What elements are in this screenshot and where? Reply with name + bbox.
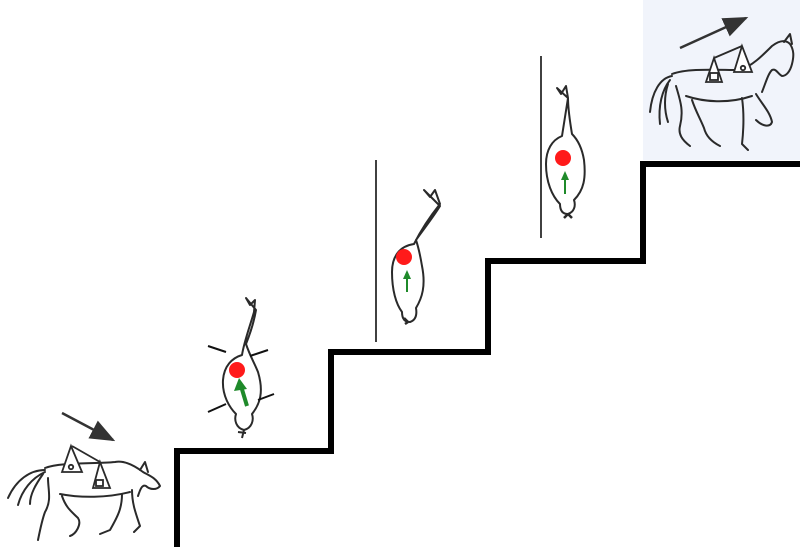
direction-arrow-icon	[403, 270, 411, 292]
horse-top-icon	[391, 189, 441, 323]
balance-point-icon	[396, 249, 412, 265]
horse-tail	[403, 317, 409, 326]
direction-arrow-icon	[679, 16, 749, 50]
guide-ticks	[207, 345, 275, 413]
saddle-icon	[704, 43, 754, 83]
balance-point-icon	[229, 362, 245, 378]
direction-arrow-icon	[561, 171, 569, 194]
saddle-icon	[60, 443, 112, 489]
side-horse-start	[7, 411, 161, 541]
side-horse-end	[649, 16, 795, 151]
staircase	[174, 161, 800, 547]
horse-tail	[563, 213, 573, 219]
top-horse-2	[375, 160, 441, 342]
horse-side-icon	[7, 460, 161, 541]
horse-top-icon	[545, 85, 586, 215]
top-horse-3	[540, 56, 586, 238]
direction-arrow-icon	[234, 378, 249, 407]
horse-tail	[237, 429, 247, 439]
top-horse-1	[207, 297, 275, 439]
direction-arrow-icon	[61, 411, 116, 442]
balance-point-icon	[555, 150, 571, 166]
